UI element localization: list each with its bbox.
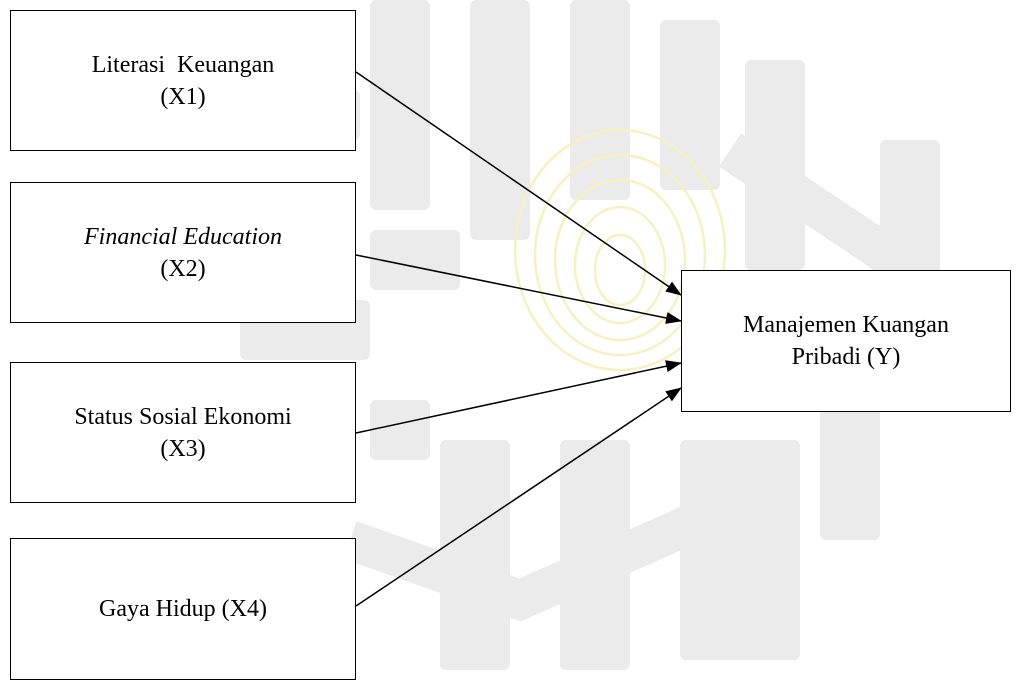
arrow-x1-to-y — [355, 71, 682, 296]
box-x1-code: (X1) — [160, 83, 206, 110]
arrow-x2-to-y — [355, 254, 682, 324]
box-x2-financial-education: Financial Education (X2) — [10, 182, 356, 323]
box-x4-gaya-hidup: Gaya Hidup (X4) — [10, 538, 356, 680]
box-x4-title: Gaya Hidup (X4) — [99, 596, 267, 622]
box-y-manajemen-keuangan-pribadi: Manajemen Kuangan Pribadi (Y) — [681, 270, 1011, 412]
box-x3-title: Status Sosial Ekonomi — [74, 403, 292, 430]
arrow-x3-to-y — [355, 360, 682, 434]
box-y-title-line1: Manajemen Kuangan — [743, 312, 949, 338]
box-y-title-line2: Pribadi (Y) — [791, 344, 901, 370]
box-x3-code: (X3) — [160, 435, 206, 462]
arrow-x4-to-y — [355, 387, 682, 607]
box-x3-status-sosial-ekonomi: Status Sosial Ekonomi (X3) — [10, 362, 356, 503]
box-x2-code: (X2) — [160, 255, 206, 282]
box-x1-literasi-keuangan: Literasi Keuangan (X1) — [10, 10, 356, 151]
box-x2-title: Financial Education — [84, 223, 282, 250]
box-x1-title: Literasi Keuangan — [91, 51, 275, 78]
